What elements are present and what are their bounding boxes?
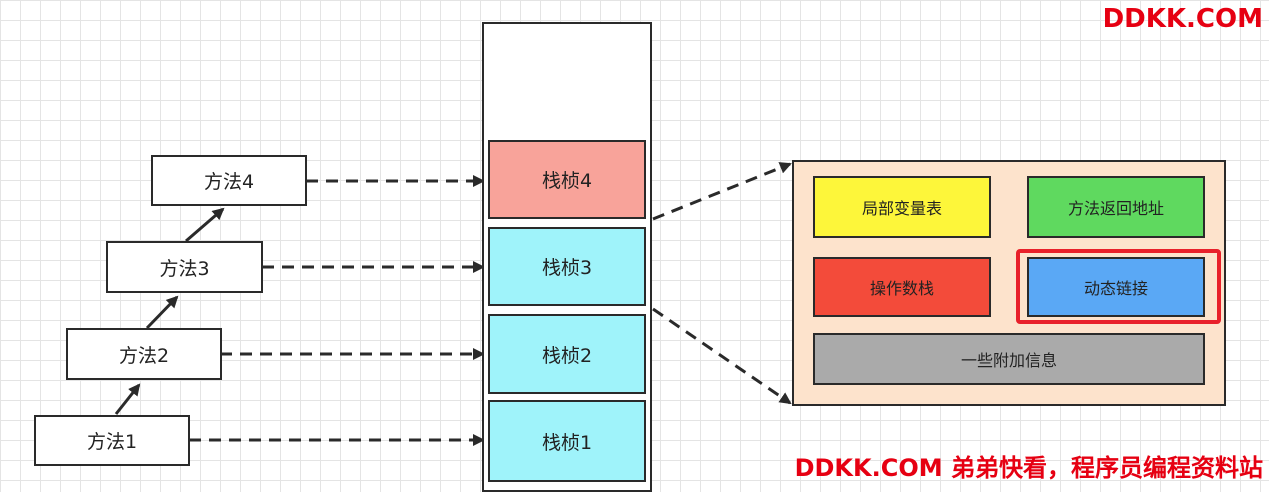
dynamic-linking-highlight <box>1016 249 1221 324</box>
method-box-3: 方法3 <box>106 241 263 293</box>
stack-frame-3: 栈桢3 <box>488 227 646 306</box>
watermark-bottom: DDKK.COM 弟弟快看，程序员编程资料站 <box>794 454 1263 482</box>
cell-label: 动态链接 <box>1083 279 1148 298</box>
method-return-address: 方法返回地址 <box>1027 176 1205 238</box>
method-label: 方法3 <box>159 257 210 280</box>
frame-label: 栈桢1 <box>541 431 593 454</box>
frame-label: 栈桢4 <box>541 170 593 192</box>
method-label: 方法2 <box>118 344 170 367</box>
watermark-top: DDKK.COM <box>1102 4 1263 34</box>
zoom-line-top <box>652 162 792 221</box>
connector-lines <box>114 162 792 446</box>
stack-frame-2: 栈桢2 <box>488 314 646 394</box>
local-variable-table: 局部变量表 <box>813 176 991 238</box>
stack-frame-4: 栈桢4 <box>488 140 646 219</box>
operand-stack: 操作数栈 <box>813 257 991 317</box>
stack-frame-1: 栈桢1 <box>488 400 646 482</box>
method-box-1: 方法1 <box>34 415 190 466</box>
cell-label: 操作数栈 <box>869 279 934 298</box>
method-label: 方法4 <box>203 171 255 193</box>
frame-label: 栈桢3 <box>541 257 593 279</box>
arrow-method3-to-method4 <box>185 207 225 243</box>
cell-label: 一些附加信息 <box>960 351 1057 370</box>
method-label: 方法1 <box>86 431 138 453</box>
zoom-line-bottom <box>652 307 792 405</box>
method-box-4: 方法4 <box>151 155 307 206</box>
frame-label: 栈桢2 <box>541 344 593 367</box>
arrow-method1-to-method2 <box>114 383 141 415</box>
additional-info: 一些附加信息 <box>813 333 1205 385</box>
dynamic-linking: 动态链接 <box>1027 257 1205 317</box>
method-box-2: 方法2 <box>66 328 222 380</box>
arrow-method2-to-method3 <box>145 295 179 330</box>
cell-label: 方法返回地址 <box>1067 199 1164 218</box>
cell-label: 局部变量表 <box>861 199 942 218</box>
